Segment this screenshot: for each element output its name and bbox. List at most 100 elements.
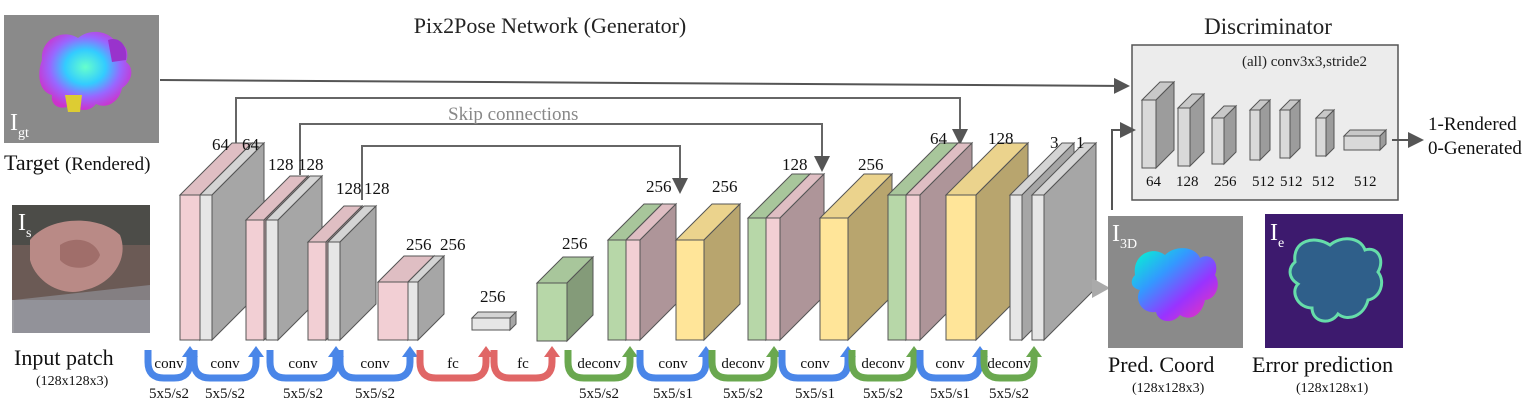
operation-name: conv — [360, 356, 390, 372]
pred-coord-image — [1108, 216, 1243, 348]
input-label: Input patch — [14, 345, 114, 370]
error-size: (128x128x1) — [1296, 381, 1369, 396]
operation-param: 5x5/s2 — [355, 386, 395, 402]
disc-block — [1210, 104, 1238, 166]
operation-param: 5x5/s2 — [149, 386, 189, 402]
block-dec4b — [764, 172, 826, 342]
channel-label: 128 — [782, 155, 808, 174]
discriminator-title: Discriminator — [1204, 14, 1332, 39]
channel-label: 3 — [1050, 133, 1059, 152]
block-out2 — [1030, 141, 1098, 342]
operation-param: 5x5/s1 — [795, 386, 835, 402]
operation-deconv: deconv 5x5/s2 — [980, 346, 1042, 402]
operation-param: 5x5/s2 — [863, 386, 903, 402]
block-dec3 — [674, 202, 742, 342]
operation-name: deconv — [721, 356, 765, 372]
channel-label: 256 — [858, 155, 884, 174]
operation-name: deconv — [577, 356, 621, 372]
channel-label: 64 — [242, 135, 260, 154]
operation-name: conv — [935, 356, 965, 372]
operation-name: conv — [658, 356, 688, 372]
block-fc-vector — [470, 310, 518, 332]
channel-label: 256 — [646, 177, 672, 196]
operation-name: conv — [210, 356, 240, 372]
disc-block — [1314, 108, 1336, 158]
operation-name: conv — [288, 356, 318, 372]
block-enc4b — [406, 254, 446, 342]
operation-name: fc — [447, 356, 459, 372]
block-dec2b — [624, 202, 678, 342]
operation-param: 5x5/s2 — [283, 386, 323, 402]
operation-fc: fc — [416, 346, 494, 382]
operation-param: 5x5/s2 — [205, 386, 245, 402]
disc-block — [1176, 92, 1206, 168]
operation-deconv: deconv 5x5/s2 — [564, 346, 638, 402]
channel-label: 1 — [1076, 133, 1085, 152]
pred-size: (128x128x3) — [1132, 381, 1205, 396]
target-image — [4, 15, 159, 143]
generator-title: Pix2Pose Network (Generator) — [414, 13, 687, 38]
pred-label: Pred. Coord — [1108, 352, 1214, 377]
target-symbol: Igt — [10, 110, 29, 141]
input-symbol: Is — [18, 210, 31, 241]
disc-channel-label: 512 — [1280, 174, 1303, 190]
disc-channel-label: 64 — [1146, 174, 1162, 190]
channel-label: 128 — [268, 155, 294, 174]
operation-conv: conv 5x5/s2 — [336, 346, 418, 402]
channel-label: 256 — [562, 234, 588, 253]
operation-conv: conv 5x5/s1 — [636, 346, 714, 402]
disc-channel-label: 512 — [1354, 174, 1377, 190]
skip-connections — [235, 97, 968, 200]
operation-name: deconv — [987, 356, 1031, 372]
operation-param: 5x5/s1 — [930, 386, 970, 402]
error-label: Error prediction — [1252, 352, 1393, 377]
operation-fc: fc — [490, 346, 560, 382]
output-arrow — [1092, 278, 1110, 298]
generator-blocks — [178, 141, 1098, 343]
input-size: (128x128x3) — [36, 374, 109, 389]
channel-label: 256 — [406, 235, 432, 254]
operation-param: 5x5/s1 — [653, 386, 693, 402]
disc-block — [1342, 128, 1388, 152]
disc-block — [1278, 98, 1302, 160]
skip-connections-label: Skip connections — [448, 104, 578, 125]
error-prediction-image — [1265, 214, 1403, 348]
output-rendered: 1-Rendered — [1428, 114, 1517, 135]
operation-param: 5x5/s2 — [579, 386, 619, 402]
operation-name: fc — [517, 356, 529, 372]
discriminator-note: (all) conv3x3,stride2 — [1242, 54, 1367, 70]
block-dec5 — [818, 172, 894, 342]
disc-block — [1140, 80, 1176, 170]
block-dec1 — [535, 255, 595, 343]
input-patch-image — [12, 205, 150, 333]
operation-conv: conv 5x5/s2 — [190, 346, 264, 402]
channel-label: 128 — [988, 129, 1014, 148]
channel-label: 128 — [298, 155, 324, 174]
operation-param: 5x5/s2 — [989, 386, 1029, 402]
disc-channel-label: 128 — [1176, 174, 1199, 190]
target-label: Target (Rendered) — [4, 150, 150, 175]
target-to-discriminator-arrow — [159, 77, 1130, 94]
disc-channel-label: 512 — [1312, 174, 1335, 190]
disc-block — [1248, 98, 1272, 162]
disc-channel-label: 512 — [1252, 174, 1275, 190]
operation-name: deconv — [861, 356, 905, 372]
channel-label: 128 — [364, 179, 390, 198]
channel-label: 256 — [440, 235, 466, 254]
operation-deconv: deconv 5x5/s2 — [848, 346, 922, 402]
block-enc3b — [326, 204, 378, 342]
operation-conv: conv 5x5/s2 — [266, 346, 344, 402]
operation-param: 5x5/s2 — [723, 386, 763, 402]
pred-to-discriminator-arrow — [1111, 122, 1136, 210]
operations: conv 5x5/s2 conv 5x5/s2 conv 5x5/s2 conv 5x5/s2… — [144, 346, 1042, 402]
operation-deconv: deconv 5x5/s2 — [708, 346, 782, 402]
channel-label: 64 — [212, 135, 230, 154]
channel-label: 256 — [480, 287, 506, 306]
channel-label: 128 — [336, 179, 362, 198]
operation-name: conv — [154, 356, 184, 372]
channel-label: 256 — [712, 177, 738, 196]
